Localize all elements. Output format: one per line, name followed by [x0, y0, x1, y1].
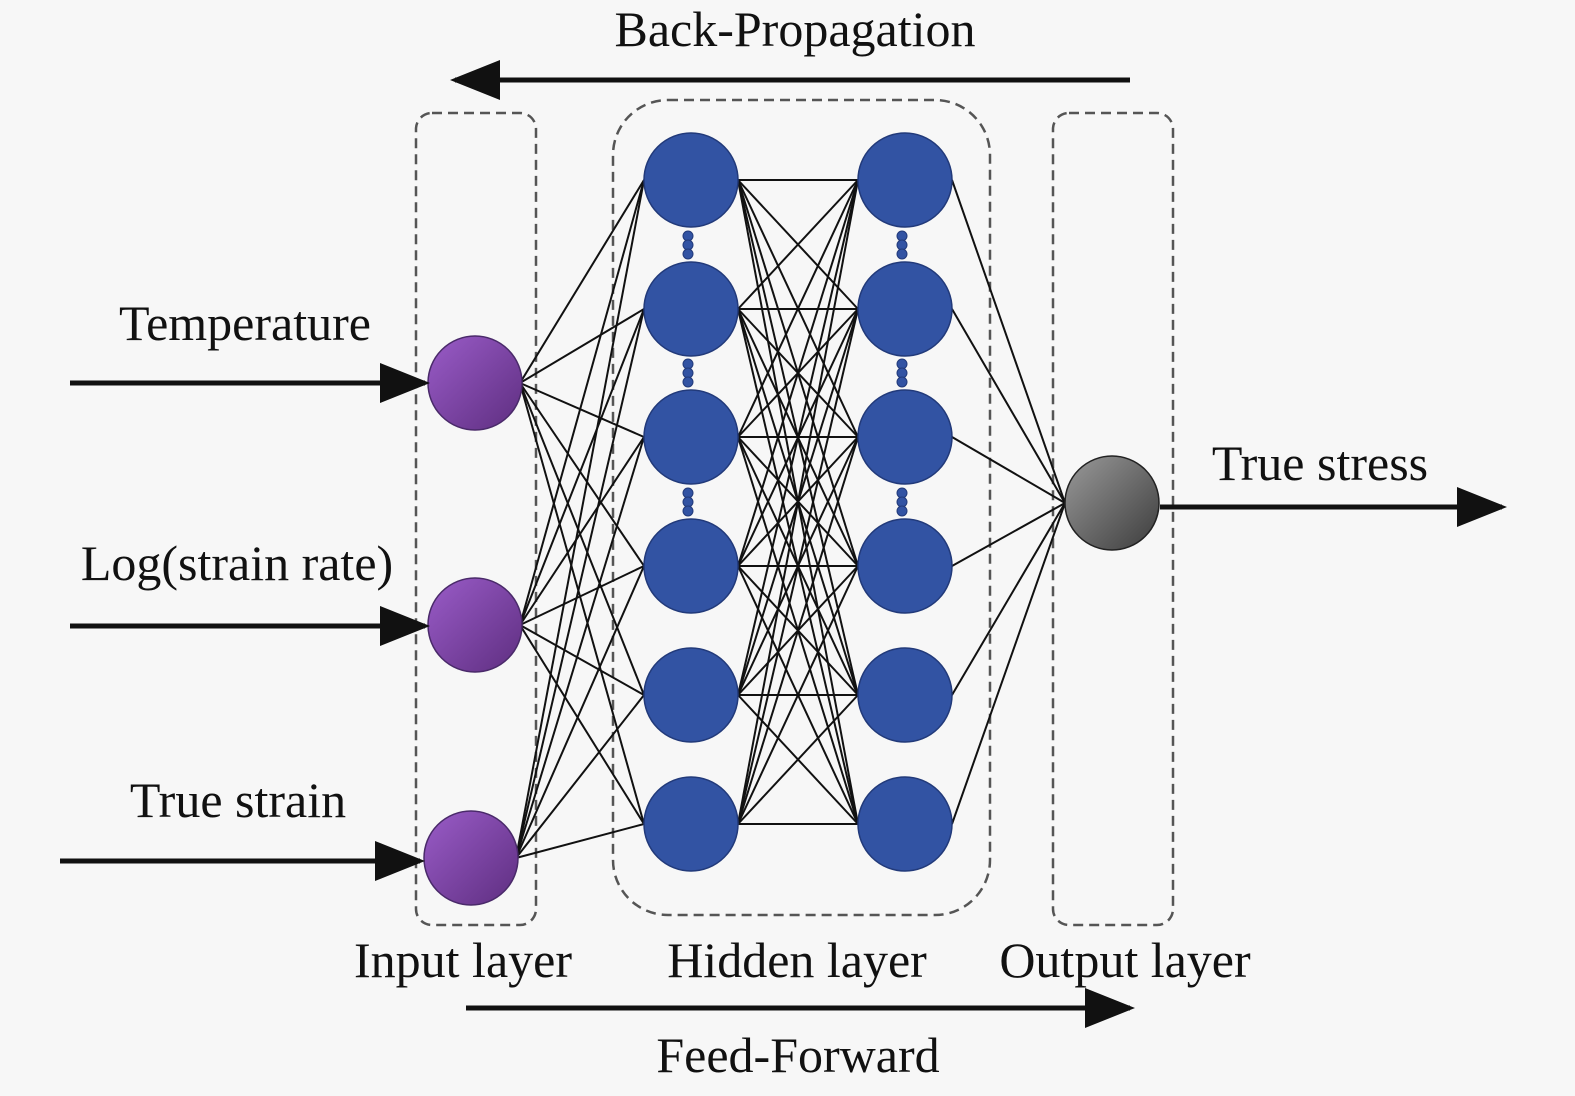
connection-line [519, 308, 645, 626]
hidden-node [643, 647, 739, 743]
connection-line [737, 179, 859, 825]
output-layer-label: Output layer [999, 932, 1251, 988]
layer-boxes [414, 98, 1175, 927]
connection-line [519, 382, 645, 696]
connection-line [515, 823, 645, 859]
output-node [1064, 455, 1160, 551]
input-node [427, 577, 523, 673]
ellipsis-dot [682, 248, 694, 260]
connection-line [737, 565, 859, 825]
output-label-true-stress: True stress [1212, 435, 1428, 491]
connection-line [519, 179, 645, 626]
connection-line [737, 694, 859, 825]
hidden-node [857, 132, 953, 228]
connections [515, 179, 1066, 859]
hidden-node [643, 132, 739, 228]
connection-line [951, 502, 1066, 696]
connection-line [737, 179, 859, 438]
connection-line [519, 624, 645, 825]
connection-line [519, 624, 645, 696]
connection-line [737, 179, 859, 696]
connection-line [515, 436, 645, 859]
connection-line [515, 308, 645, 859]
hidden-node [857, 261, 953, 357]
connection-line [515, 179, 645, 859]
connection-line [519, 382, 645, 825]
connection-line [951, 436, 1066, 504]
hidden-node [857, 647, 953, 743]
input-label-true-strain: True strain [130, 772, 346, 828]
connection-line [519, 382, 645, 567]
ellipsis-dot [682, 505, 694, 517]
connection-line [951, 179, 1066, 504]
back-propagation-label: Back-Propagation [614, 1, 975, 57]
connection-line [737, 436, 859, 825]
input-label-temperature: Temperature [119, 295, 371, 351]
ellipsis-dot [896, 376, 908, 388]
input-layer-label: Input layer [354, 932, 572, 988]
ellipsis-dot [896, 248, 908, 260]
connection-line [519, 308, 645, 384]
connection-line [519, 436, 645, 626]
hidden-node [643, 776, 739, 872]
hidden-node [857, 389, 953, 485]
connection-line [519, 382, 645, 438]
nodes [423, 132, 1160, 906]
input-node [423, 810, 519, 906]
input-label-strain-rate: Log(strain rate) [81, 535, 393, 591]
connection-line [951, 502, 1066, 567]
hidden-node [643, 518, 739, 614]
connection-line [737, 308, 859, 825]
hidden-node [857, 518, 953, 614]
ellipsis-dot [682, 376, 694, 388]
feed-forward-label: Feed-Forward [656, 1027, 939, 1083]
input-layer-box [414, 111, 538, 927]
connection-line [737, 179, 859, 310]
connection-line [737, 179, 859, 567]
connection-line [519, 179, 645, 384]
hidden-layer-label: Hidden layer [667, 932, 927, 988]
connection-line [515, 565, 645, 859]
arrows [60, 60, 1507, 1028]
connection-line [951, 502, 1066, 825]
connection-line [519, 565, 645, 626]
connection-line [515, 694, 645, 859]
hidden-node [643, 261, 739, 357]
input-node [427, 335, 523, 431]
hidden-layer-box [611, 98, 992, 917]
output-layer-box [1051, 111, 1175, 927]
hidden-node [857, 776, 953, 872]
ellipsis-dot [896, 505, 908, 517]
hidden-node [643, 389, 739, 485]
connection-line [951, 308, 1066, 504]
